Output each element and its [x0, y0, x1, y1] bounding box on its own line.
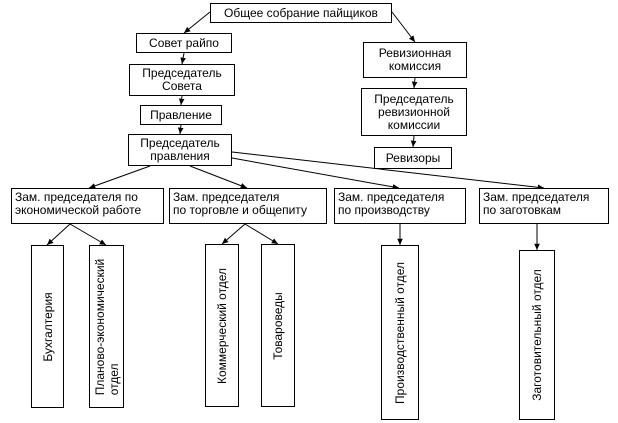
- connector-audit-chair-to-auditors: [410, 135, 417, 148]
- node-dept-planning: Планово-экономический отдел: [89, 245, 124, 408]
- node-dept-procurement-label: Заготовительный отдел: [530, 269, 544, 401]
- connector-board-chair-to-deputy-economic: [88, 165, 151, 189]
- node-deputy-economic-label: Зам. председателя по экономической работ…: [15, 190, 142, 217]
- connector-assembly-to-audit-commission: [391, 11, 416, 43]
- node-deputy-procurement: Зам. председателя по заготовкам: [479, 188, 609, 224]
- node-dept-merchandisers-label: Товароведы: [271, 291, 285, 360]
- node-deputy-production: Зам. председателя по производству: [334, 188, 466, 224]
- connector-board-chair-to-deputy-trade: [189, 165, 248, 189]
- node-general-assembly-label: Общее собрание пайщиков: [224, 5, 378, 20]
- node-deputy-economic: Зам. председателя по экономической работ…: [11, 188, 164, 224]
- connector-audit-commission-to-audit-chair: [411, 77, 418, 89]
- node-council-chair: Председатель Совета: [129, 64, 235, 96]
- connector-deputy-economic-to-dept-planning: [69, 223, 107, 246]
- connector-deputy-trade-to-dept-commercial: [221, 223, 246, 245]
- node-deputy-procurement-label: Зам. председателя по заготовкам: [483, 190, 590, 217]
- node-deputy-trade: Зам. председателя по торговле и общепиту: [169, 188, 327, 224]
- connector-board-to-board-chair: [177, 124, 184, 135]
- node-audit-commission-label: Ревизионная комиссия: [378, 46, 452, 73]
- node-auditors: Ревизоры: [374, 147, 452, 169]
- node-deputy-production-label: Зам. председателя по производству: [338, 190, 445, 217]
- connector-council-to-council-chair: [180, 52, 186, 65]
- node-dept-production: Производственный отдел: [381, 245, 419, 420]
- connector-assembly-to-council: [183, 11, 211, 34]
- node-audit-commission: Ревизионная комиссия: [363, 42, 467, 78]
- node-dept-commercial: Коммерческий отдел: [205, 244, 239, 407]
- node-dept-procurement: Заготовительный отдел: [519, 250, 555, 420]
- node-board-label: Правление: [150, 107, 212, 122]
- node-board-chair: Председатель правления: [128, 134, 232, 166]
- connector-deputy-economic-to-dept-accounting: [46, 223, 71, 246]
- node-dept-accounting-label: Бухгалтерия: [40, 291, 55, 362]
- node-audit-chair: Председатель ревизионной комиссии: [361, 88, 467, 136]
- node-dept-merchandisers: Товароведы: [261, 244, 295, 407]
- node-dept-commercial-label: Коммерческий отдел: [215, 267, 229, 384]
- connector-board-chair-to-deputy-procurement: [231, 151, 545, 191]
- connector-council-chair-to-board: [178, 95, 185, 106]
- node-deputy-trade-label: Зам. председателя по торговле и общепиту: [173, 190, 307, 217]
- node-dept-production-label: Производственный отдел: [393, 261, 407, 404]
- node-auditors-label: Ревизоры: [385, 150, 441, 165]
- node-general-assembly: Общее собрание пайщиков: [210, 3, 392, 23]
- node-audit-chair-label: Председатель ревизионной комиссии: [374, 91, 454, 132]
- connector-deputy-trade-to-dept-merchandisers: [244, 223, 279, 245]
- connector-board-chair-to-deputy-production: [231, 157, 400, 190]
- node-dept-accounting: Бухгалтерия: [31, 245, 64, 408]
- node-council-label: Совет райпо: [149, 35, 219, 50]
- node-dept-planning-label: Планово-экономический отдел: [92, 258, 121, 395]
- node-board-chair-label: Председатель правления: [140, 136, 220, 163]
- node-board: Правление: [140, 105, 222, 125]
- node-council: Совет райпо: [136, 33, 232, 53]
- node-council-chair-label: Председатель Совета: [142, 66, 222, 93]
